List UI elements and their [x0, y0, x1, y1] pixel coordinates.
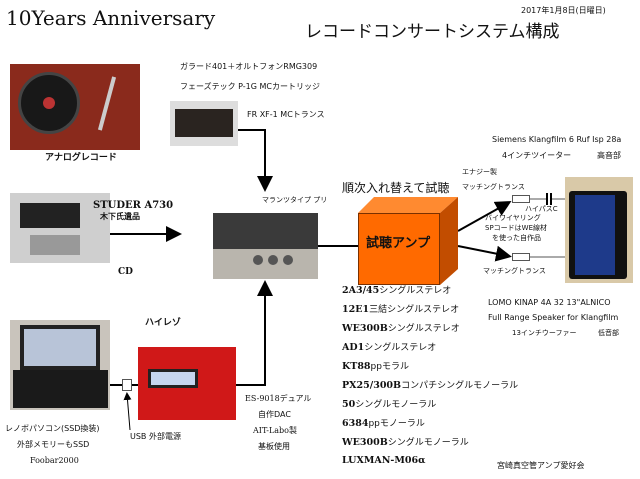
trans-maker: エナジー製 — [462, 168, 497, 176]
pc-line-2: 外部メモリーもSSD — [17, 440, 90, 449]
mc-transformer-text: FR XF-1 MCトランス — [247, 110, 325, 119]
highpass-label: ハイパスC — [525, 205, 558, 213]
dac-line-2: 自作DAC — [258, 410, 291, 419]
dac-photo — [138, 347, 236, 420]
preamp-photo — [213, 213, 318, 279]
cd-model: STUDER A730 — [93, 200, 174, 211]
speaker-photo — [565, 177, 633, 283]
high-label: 高音部 — [597, 151, 621, 160]
hires-label: ハイレゾ — [145, 318, 181, 328]
woofer-model: LOMO KINAP 4A 32 13"ALNICO — [488, 298, 611, 307]
tweeter-type: 4インチツイーター — [502, 151, 572, 160]
laptop-photo — [10, 320, 110, 410]
turntable-photo — [10, 64, 140, 150]
turntable-text: ガラード401＋オルトフォンRMG309 — [180, 62, 318, 71]
dac-line-4: 基板使用 — [258, 442, 290, 451]
wiring-line-2: SPコードはWE線材 — [485, 224, 548, 232]
pc-line-3: Foobar2000 — [30, 456, 79, 465]
amp-item: 50シングルモノーラル — [342, 399, 437, 410]
amp-item: LUXMAN-M06α — [342, 455, 426, 466]
preamp-label: マランツタイプ プリ — [262, 196, 328, 204]
cd-label: CD — [118, 267, 133, 277]
amp-box-label: 試聴アンプ — [366, 236, 431, 251]
subtitle: レコードコンサートシステム構成 — [305, 22, 560, 42]
date: 2017年1月8日(日曜日) — [521, 6, 606, 15]
wiring-line-1: バイワイヤリング — [485, 214, 541, 222]
club-name: 宮崎真空管アンプ愛好会 — [497, 461, 585, 470]
analog-label: アナログレコード — [45, 153, 117, 163]
matching-transformer-low — [512, 253, 530, 261]
amp-heading: 順次入れ替えて試聴 — [342, 181, 450, 195]
cartridge-text: フェーズテック P-1G MCカートリッジ — [180, 82, 320, 91]
amp-cube: 試聴アンプ — [358, 197, 458, 287]
amp-item: KT88ppモラル — [342, 361, 409, 372]
amp-item: AD1シングルステレオ — [342, 342, 437, 353]
woofer-type: 13インチウーファー — [512, 329, 577, 337]
tweeter-model: Siemens Klangfilm 6 Ruf Isp 28a — [492, 135, 622, 144]
amp-item: WE300Bシングルステレオ — [342, 323, 460, 334]
trans2-label: マッチングトランス — [483, 267, 546, 275]
dac-line-3: AIT-Labo製 — [253, 426, 297, 435]
amp-item: 6384ppモノーラル — [342, 418, 425, 429]
usb-label: USB 外部電源 — [130, 432, 181, 441]
wiring-line-3: を使った自作品 — [492, 234, 541, 242]
amp-item: 2A3/45シングルステレオ — [342, 285, 452, 296]
amp-item: 12E1三結シングルステレオ — [342, 304, 460, 315]
title: 10Years Anniversary — [6, 6, 216, 30]
woofer-desc: Full Range Speaker for Klangfilm — [488, 313, 619, 322]
mc-transformer-photo — [170, 101, 238, 146]
amp-item: WE300Bシングルモノーラル — [342, 437, 469, 448]
matching-transformer-high — [512, 195, 530, 203]
amp-item: PX25/300Bコンパチシングルモノーラル — [342, 380, 519, 391]
cd-player-photo — [10, 193, 110, 263]
pc-line-1: レノボパソコン(SSD換装) — [5, 424, 100, 433]
usb-power-box — [122, 379, 132, 391]
low-label: 低音部 — [598, 329, 619, 337]
trans1-label: マッチングトランス — [462, 183, 525, 191]
cd-note: 木下氏遺品 — [100, 212, 140, 221]
dac-line-1: ES-9018デュアル — [245, 394, 312, 403]
